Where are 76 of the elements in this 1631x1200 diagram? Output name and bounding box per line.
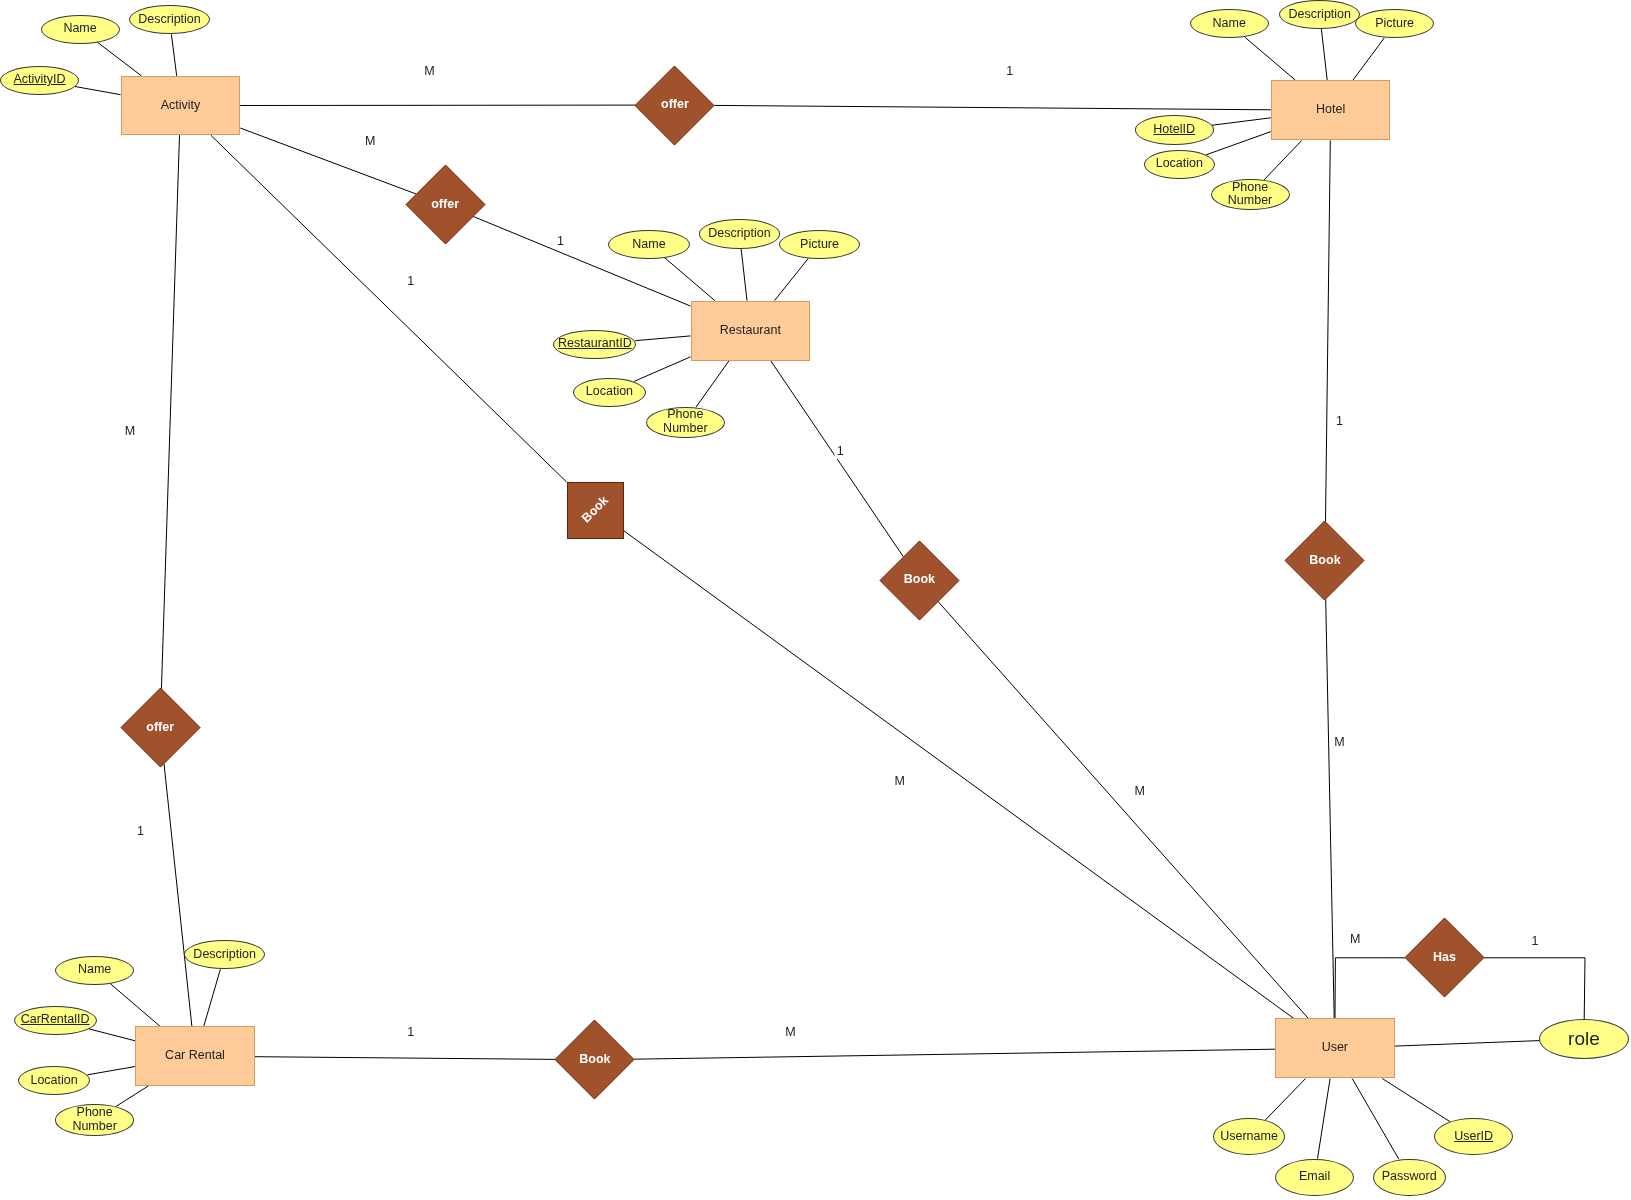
connector-line bbox=[1244, 36, 1296, 81]
key-attribute-ellipse: UserID bbox=[1434, 1118, 1514, 1156]
entity-rectangle: Car Rental bbox=[135, 1026, 255, 1086]
attribute-ellipse: Email bbox=[1275, 1158, 1355, 1196]
attribute-ellipse: Name bbox=[40, 14, 120, 44]
attribute-ellipse: Description bbox=[698, 219, 780, 249]
connector-line bbox=[239, 127, 417, 195]
connector-line bbox=[254, 1056, 557, 1060]
connector-line bbox=[1320, 28, 1328, 81]
attribute-ellipse: Location bbox=[17, 1066, 91, 1096]
connector-line bbox=[1394, 1040, 1540, 1047]
relationship-diamond: offer bbox=[120, 688, 200, 768]
connector-line bbox=[114, 1085, 149, 1108]
connector-line bbox=[713, 104, 1272, 111]
attribute-ellipse: Name bbox=[55, 955, 135, 985]
connector-line bbox=[664, 257, 716, 302]
connector-line bbox=[163, 763, 193, 1027]
connector-line bbox=[1263, 139, 1303, 181]
connector-line bbox=[1317, 1078, 1331, 1160]
connector-line bbox=[1483, 957, 1586, 1020]
key-attribute-ellipse: CarRentalID bbox=[13, 1005, 97, 1035]
attribute-ellipse: Description bbox=[128, 5, 211, 35]
connector-line bbox=[1205, 131, 1272, 156]
connector-line bbox=[633, 1048, 1276, 1060]
relationship-diamond: Has bbox=[1405, 918, 1485, 998]
attribute-ellipse: Description bbox=[1279, 0, 1361, 30]
relationship-diamond: Book bbox=[555, 1020, 635, 1100]
key-attribute-ellipse: HotelID bbox=[1134, 115, 1214, 145]
attribute-ellipse: Phone Number bbox=[55, 1104, 135, 1136]
attribute-ellipse: role bbox=[1539, 1019, 1629, 1059]
connector-line bbox=[239, 104, 636, 106]
connector-line bbox=[87, 1066, 136, 1076]
connector-line bbox=[88, 1028, 136, 1042]
connector-line bbox=[1351, 1078, 1400, 1160]
relationship-diamond: Book bbox=[1285, 521, 1365, 601]
attribute-ellipse: Phone Number bbox=[645, 406, 725, 438]
connector-line bbox=[109, 983, 161, 1027]
attribute-ellipse: Username bbox=[1212, 1118, 1286, 1156]
connector-line bbox=[1352, 37, 1385, 81]
entity-rectangle: Hotel bbox=[1270, 80, 1391, 141]
entity-rectangle: Activity bbox=[120, 75, 241, 136]
connector-line bbox=[1334, 957, 1406, 1019]
attribute-ellipse: Name bbox=[608, 229, 690, 259]
connector-line bbox=[1211, 117, 1272, 126]
relationship-diamond: offer bbox=[635, 65, 715, 145]
key-attribute-ellipse: ActivityID bbox=[0, 65, 80, 95]
connector-line bbox=[937, 600, 1309, 1019]
attribute-ellipse: Location bbox=[1144, 149, 1215, 179]
attribute-ellipse: Phone Number bbox=[1210, 178, 1290, 211]
attribute-ellipse: Password bbox=[1372, 1158, 1446, 1196]
entity-rectangle: User bbox=[1275, 1018, 1395, 1079]
connector-line bbox=[623, 530, 1294, 1019]
connector-line bbox=[695, 360, 730, 408]
cardinality-label: 1 bbox=[834, 445, 846, 460]
connector-line bbox=[210, 134, 568, 483]
connector-line bbox=[634, 335, 692, 342]
attribute-ellipse: Name bbox=[1189, 9, 1269, 39]
connector-line bbox=[770, 360, 904, 558]
connector-line bbox=[740, 248, 748, 302]
connector-line bbox=[1325, 139, 1331, 522]
connector-line bbox=[203, 968, 221, 1027]
attribute-ellipse: Description bbox=[184, 940, 266, 970]
key-attribute-ellipse: RestaurantID bbox=[553, 329, 637, 359]
attribute-ellipse: Location bbox=[573, 377, 646, 407]
connector-line bbox=[170, 33, 178, 77]
entity-rectangle: Restaurant bbox=[690, 300, 811, 361]
relationship-diamond: Book bbox=[879, 540, 959, 620]
connector-line bbox=[472, 215, 692, 307]
relationship-diamond: offer bbox=[405, 165, 485, 245]
connector-line bbox=[1381, 1078, 1451, 1123]
connector-line bbox=[1325, 598, 1335, 1019]
attribute-ellipse: Picture bbox=[778, 229, 861, 259]
attribute-ellipse: Picture bbox=[1355, 9, 1435, 39]
connector-line bbox=[160, 134, 180, 691]
connector-line bbox=[633, 356, 692, 382]
connector-line bbox=[774, 257, 809, 302]
